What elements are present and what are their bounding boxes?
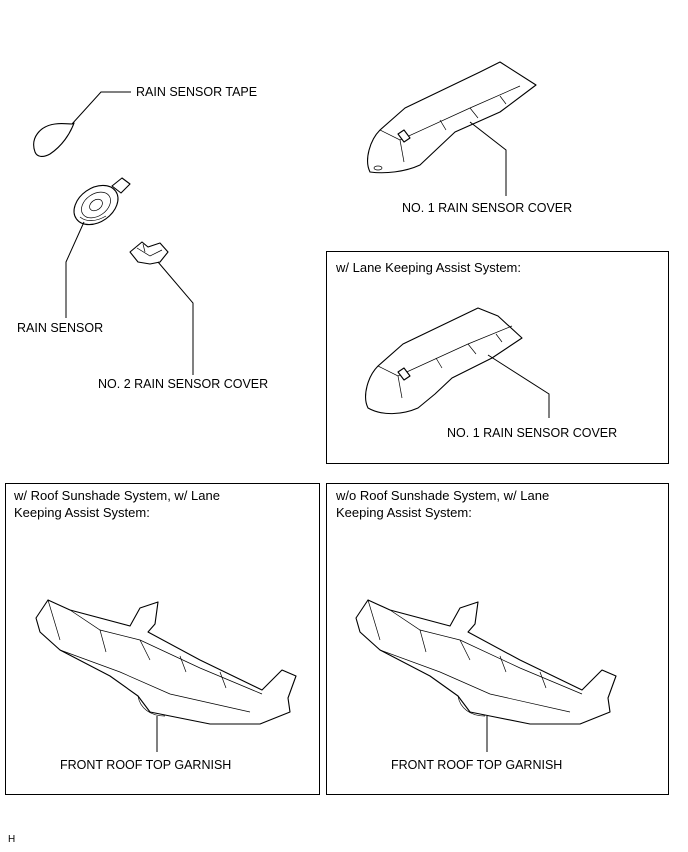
- no1-rain-sensor-cover-top-part: [367, 61, 537, 174]
- sunshade-panel-title: w/ Roof Sunshade System, w/ Lane Keeping…: [14, 488, 220, 520]
- rain-sensor-leader: [65, 221, 85, 318]
- no-sunshade-panel-title: w/o Roof Sunshade System, w/ Lane Keepin…: [336, 488, 550, 520]
- no-sunshade-panel: [326, 483, 669, 795]
- front-roof-top-garnish-left-label: FRONT ROOF TOP GARNISH: [60, 758, 232, 772]
- no2-rain-sensor-cover-part: [129, 241, 169, 265]
- rain-sensor-label: RAIN SENSOR: [17, 321, 104, 335]
- no1-rain-sensor-cover-lka-part: [365, 307, 523, 415]
- front-roof-top-garnish-left-part: [35, 599, 297, 725]
- no1-rain-sensor-cover-top-leader: [469, 121, 507, 196]
- no2-rain-sensor-cover-leader: [157, 261, 194, 375]
- lka-panel-title: w/ Lane Keeping Assist System:: [336, 260, 521, 275]
- lka-panel: [326, 251, 669, 464]
- no1-rain-sensor-cover-top-label: NO. 1 RAIN SENSOR COVER: [402, 201, 573, 215]
- rain-sensor-tape-part: [33, 122, 75, 157]
- rain-sensor-tape-leader: [71, 91, 131, 125]
- no1-rain-sensor-cover-lka-label: NO. 1 RAIN SENSOR COVER: [447, 426, 618, 440]
- sunshade-panel: [5, 483, 320, 795]
- corner-code: H: [8, 834, 16, 845]
- no2-rain-sensor-cover-label: NO. 2 RAIN SENSOR COVER: [98, 377, 269, 391]
- front-roof-top-garnish-right-part: [355, 599, 617, 725]
- no1-rain-sensor-cover-lka-leader: [487, 354, 550, 418]
- front-roof-top-garnish-right-label: FRONT ROOF TOP GARNISH: [391, 758, 563, 772]
- rain-sensor-part: [73, 177, 131, 226]
- rain-sensor-tape-label: RAIN SENSOR TAPE: [136, 85, 258, 99]
